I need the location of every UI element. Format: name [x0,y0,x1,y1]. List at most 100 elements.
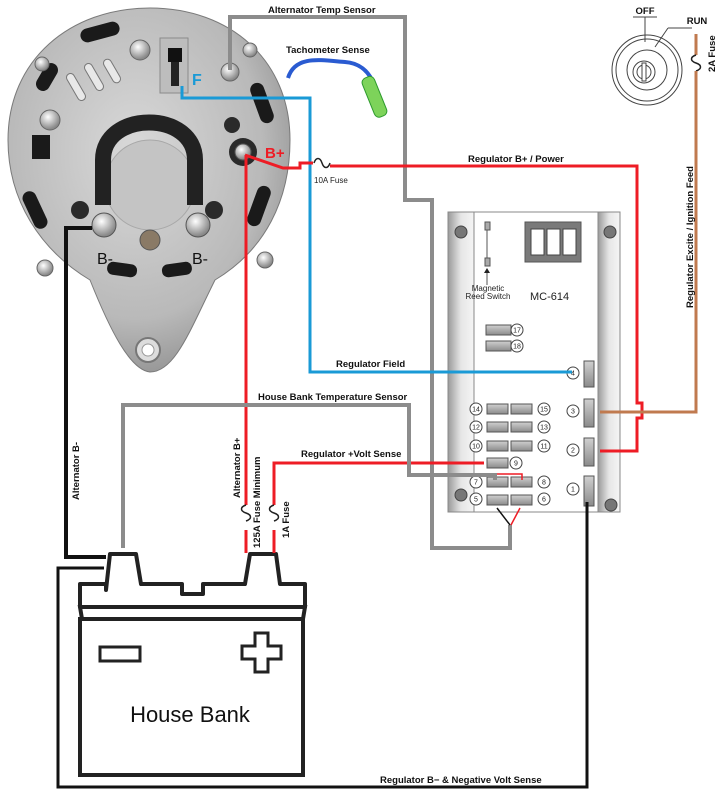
alternator [7,7,291,373]
wire-regulator-field [180,86,572,374]
tach-wire [286,58,374,81]
terminal-tab-1 [583,475,595,507]
field-connector-socket [168,48,182,62]
label-alt-bplus: Alternator B+ [232,437,243,498]
terminal-tab-3 [583,398,595,428]
label-fuse-125a: 125A Fuse Minimum [252,456,263,548]
terminal-number-4: 4 [571,371,575,378]
terminal-number-14: 14 [472,407,480,414]
label-reg-field: Regulator Field [336,359,405,370]
run-leader [654,27,669,48]
terminal-tab-12 [486,421,509,433]
terminal-tab-6 [510,494,533,506]
switch-run-label: RUN [687,16,708,27]
jumper-6 [510,507,521,526]
display-digit [530,228,545,256]
bolt [242,42,258,58]
plug-socket [32,135,50,159]
battery-case [78,617,305,777]
terminal-number-badge [509,456,523,470]
wire-alt-temp-sensor-run [403,160,512,550]
terminal-number-5: 5 [474,497,478,504]
ignition-switch[interactable] [611,16,692,106]
wire-negative-sense [56,502,589,789]
terminal-tab-11 [510,440,533,452]
vent [80,21,120,43]
reed-switch-top [484,221,491,231]
label-volt-sense: Regulator +Volt Sense [301,449,401,460]
vent [247,185,271,227]
wire-volt-sense [272,461,484,505]
terminal-number-6: 6 [542,497,546,504]
bolt [129,39,151,61]
label-fuse-1a: 1A Fuse [281,501,292,538]
switch-outer-ring [611,34,683,106]
fuse-125a-icon [240,504,252,522]
wire-reg-power-a [244,153,313,170]
terminal-number-18: 18 [513,344,521,351]
field-connector-pin [171,62,179,86]
regulator-model: MC-614 [530,291,569,303]
regulator-rail-left [447,211,475,513]
terminal-number-badge [469,420,483,434]
wire-alternator-bminus [64,226,106,559]
terminal-tab-17 [485,324,512,336]
jumper-5 [496,507,511,526]
label-fuse-2a: 2A Fuse [707,35,718,72]
fuse-1a-icon [268,504,280,522]
label-excite-feed: Regulator Excite / Ignition Feed [685,166,696,308]
switch-inner-ring [626,49,668,91]
terminal-number-2: 2 [571,448,575,455]
mount-hole [603,225,617,239]
ground-jumper-cable [95,114,203,205]
vent [22,191,48,229]
hole [224,117,240,133]
label-tach-sense: Tachometer Sense [286,45,370,56]
terminal-number-10: 10 [472,444,480,451]
vent [250,82,274,124]
terminal-number-1: 1 [571,487,575,494]
terminal-tab-18 [485,340,512,352]
center-screw [139,229,161,251]
terminal-tab-4 [583,360,595,388]
terminal-tab-15 [510,403,533,415]
reed-switch-label-1: Magnetic [472,284,504,293]
terminal-tab-7 [486,476,509,488]
house-bank-battery: House Bank [77,552,308,777]
wire-house-temp-sensor [121,403,497,548]
terminal-tab-9 [486,457,509,469]
terminal-number-badge [469,402,483,416]
display-digit [562,228,577,256]
mount-hole [454,225,468,239]
terminal-number-badge [469,492,483,506]
mount-hole [604,498,618,512]
terminal-number-badge [537,492,551,506]
hole [71,201,89,219]
key-cylinder [632,60,656,84]
terminal-tab-14 [486,403,509,415]
terminal-tab-5 [486,494,509,506]
terminal-number-badge [566,443,580,457]
vent [36,63,58,91]
terminal-number-15: 15 [540,407,548,414]
arrow-icon [484,268,490,273]
bminus-right-stud [185,212,211,238]
key-slot-icon [641,62,647,82]
terminal-number-12: 12 [472,425,480,432]
label-reg-power: Regulator B+ / Power [468,154,564,165]
terminal-number-17: 17 [513,328,521,335]
bminus-left-stud [91,212,117,238]
reed-switch-bottom [484,257,491,267]
reed-switch-label-2: Reed Switch [466,292,511,301]
terminal-number-11: 11 [540,444,547,451]
label-negative-sense: Regulator B− & Negative Volt Sense [380,775,542,786]
bolt [34,56,50,72]
tach-connector [361,75,388,118]
terminal-number-badge [537,402,551,416]
terminal-number-badge [566,404,580,418]
display-digit [546,228,561,256]
terminal-number-7: 7 [474,480,478,487]
terminal-number-badge [566,482,580,496]
